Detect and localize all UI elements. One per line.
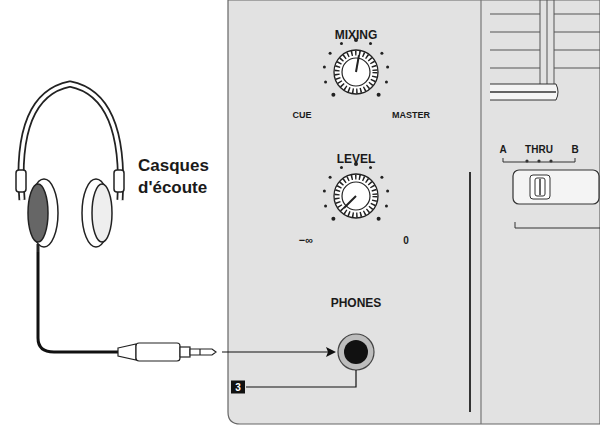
- panel-divider: [480, 0, 481, 424]
- scale-dot: [340, 166, 343, 169]
- knob-cap: [342, 182, 370, 210]
- scale-dot: [380, 176, 383, 179]
- scale-dot: [385, 204, 388, 207]
- scale-dot: [386, 189, 389, 192]
- thru-switch: [503, 158, 600, 228]
- panel-label: PHONES: [331, 297, 382, 310]
- panel-label: MIXING: [335, 29, 378, 42]
- scale-dot: [340, 42, 343, 45]
- switch-label: B: [571, 144, 578, 155]
- knob-pointer: [344, 196, 356, 208]
- scale-dot: [369, 42, 372, 45]
- scale-dot: [377, 93, 381, 97]
- scale-dot: [331, 93, 335, 97]
- switch-label: THRU: [525, 144, 553, 155]
- scale-dot: [385, 80, 388, 83]
- callout-number: 3: [231, 381, 245, 394]
- scale-label: MASTER: [392, 111, 430, 121]
- knob-knurl: [337, 177, 375, 215]
- arrowhead: [326, 347, 336, 357]
- scale-label: CUE: [292, 111, 311, 121]
- fader: [490, 0, 600, 100]
- level-knob: [323, 162, 389, 221]
- part-name: Casques d'écoute: [138, 155, 234, 199]
- knob-pointer: [356, 55, 359, 72]
- scale-dot: [324, 80, 327, 83]
- scale-label: −∞: [299, 234, 313, 246]
- knob-body: [334, 50, 378, 94]
- knob-knurl: [337, 53, 375, 91]
- scale-dot: [329, 176, 332, 179]
- mixer-panel: [228, 0, 600, 424]
- scale-dot: [324, 204, 327, 207]
- scale-dot: [377, 217, 381, 221]
- scale-dot: [323, 65, 326, 68]
- headphones: [16, 84, 124, 252]
- leader-line: [246, 370, 356, 387]
- scale-label: 0: [403, 235, 409, 246]
- headphone-plug: [118, 343, 216, 361]
- scale-dot: [386, 65, 389, 68]
- panel-label: LEVEL: [337, 153, 376, 166]
- insert-arrow: [222, 351, 328, 352]
- scale-dot: [380, 52, 383, 55]
- scale-dot: [323, 189, 326, 192]
- scale-dot: [331, 217, 335, 221]
- headphone-cable: [38, 252, 118, 352]
- switch-label: A: [499, 144, 506, 155]
- scale-dot: [369, 166, 372, 169]
- panel-groove: [469, 172, 471, 412]
- scale-dot: [329, 52, 332, 55]
- mixing-knob: [323, 38, 389, 97]
- knob-body: [334, 174, 378, 218]
- phones-jack: [338, 334, 374, 370]
